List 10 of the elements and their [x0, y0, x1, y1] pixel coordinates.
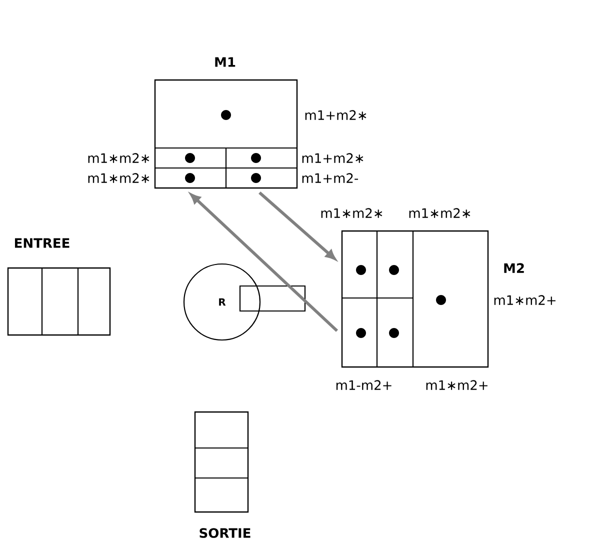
state-label: m1∗m2+: [426, 380, 488, 390]
arrow: [190, 194, 338, 332]
heading: M2: [504, 263, 524, 273]
state-label: m1∗m2∗: [409, 208, 470, 218]
state-label: m1∗m2∗: [321, 208, 382, 218]
heading: ENTREE: [15, 238, 70, 248]
arrow: [258, 191, 336, 260]
heading: M1: [215, 57, 236, 67]
heading: SORTIE: [200, 528, 250, 538]
state-label: m1-m2+: [336, 380, 392, 390]
